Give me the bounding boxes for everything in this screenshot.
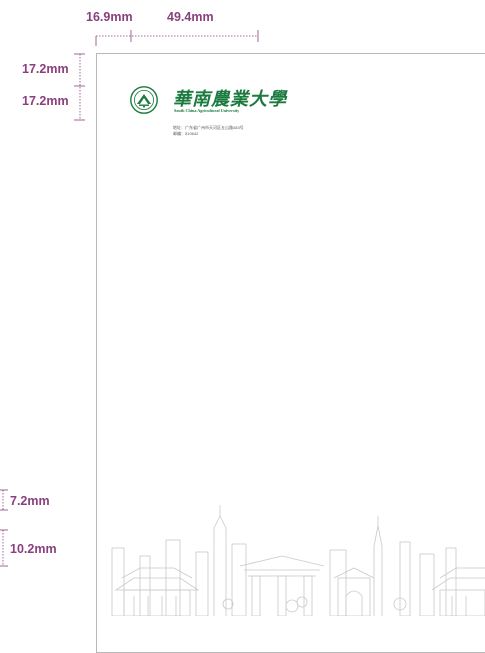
university-chinese-name: 華南農業大學 [173, 89, 287, 110]
address-block: 地址：广东省广州市天河区五山路483号 邮编：510642 [173, 125, 244, 137]
dim-footer-height: 10.2mm [10, 542, 57, 556]
postcode-line: 邮编：510642 [173, 131, 199, 136]
dim-top-margin: 17.2mm [22, 62, 69, 76]
address-line: 地址：广东省广州市天河区五山路483号 [173, 125, 244, 130]
dim-bottom-gap: 7.2mm [10, 494, 50, 508]
dim-logo-width: 49.4mm [167, 10, 214, 24]
university-english-name: South China Agricultural University [174, 108, 240, 113]
letterhead-sheet [96, 53, 485, 653]
dim-left-margin: 16.9mm [86, 10, 133, 24]
campus-skyline-illustration [111, 505, 485, 616]
university-seal-icon [130, 86, 158, 114]
dim-logo-height: 17.2mm [22, 94, 69, 108]
dimension-guides [0, 30, 259, 567]
